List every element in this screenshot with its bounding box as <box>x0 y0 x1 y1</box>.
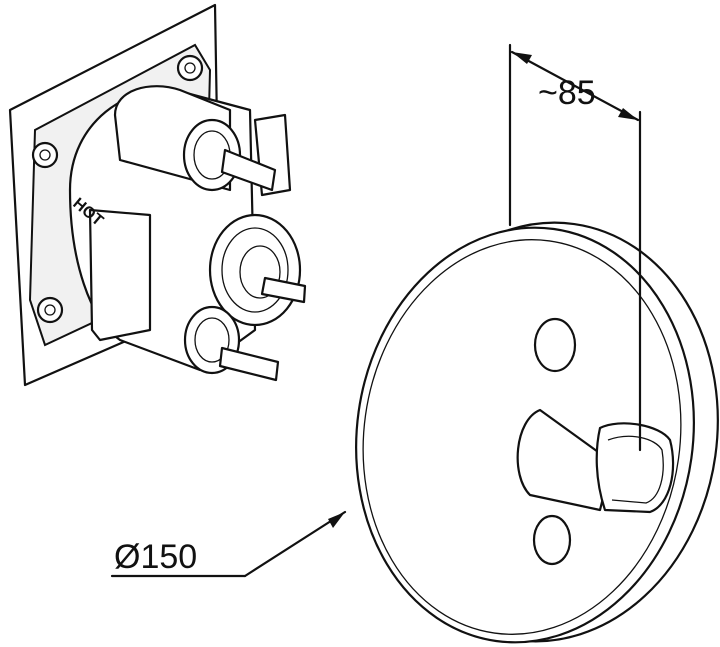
diameter-label: Ø150 <box>114 538 197 576</box>
rough-in-valve-body: HOT <box>8 3 307 387</box>
arrow-head <box>328 512 345 528</box>
lower-hole <box>532 514 572 566</box>
upper-hole <box>533 317 577 373</box>
diameter-dimension: Ø150 <box>110 510 347 578</box>
cover-plate <box>355 221 719 644</box>
arrow-head <box>618 108 638 120</box>
depth-label: ~85 <box>538 74 596 112</box>
control-knob <box>516 408 614 512</box>
arrow-head <box>512 52 532 64</box>
depth-dimension: ~85 <box>508 43 642 452</box>
